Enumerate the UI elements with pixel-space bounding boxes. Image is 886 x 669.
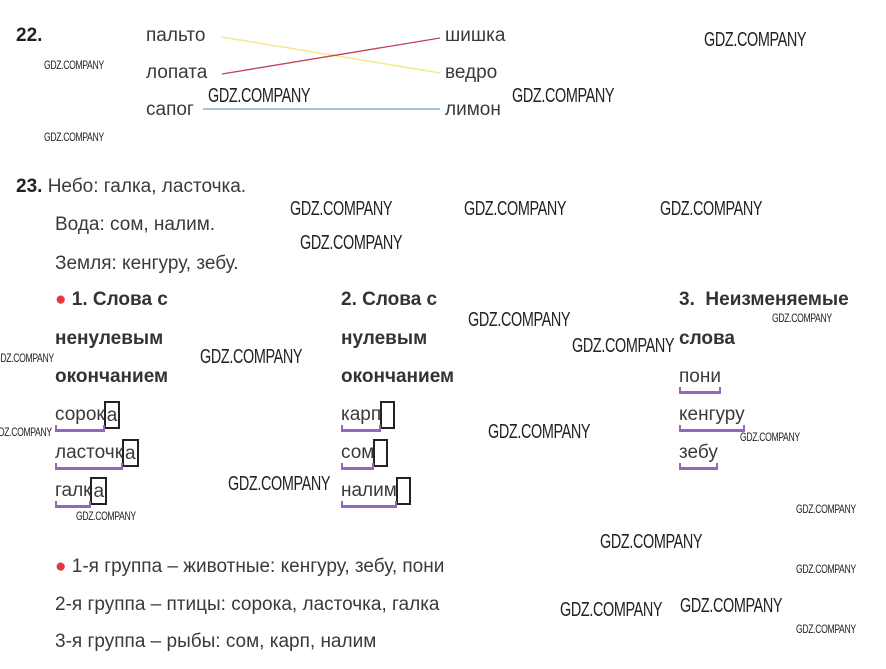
col2-title-2: нулевым: [341, 328, 428, 349]
watermark: GDZ.COMPANY: [0, 425, 52, 439]
watermark: GDZ.COMPANY: [512, 85, 615, 107]
match-line-palto-vedro: [221, 36, 441, 74]
watermark: GDZ.COMPANY: [300, 232, 403, 254]
watermark: GDZ.COMPANY: [290, 198, 393, 220]
null-ending-box: [380, 401, 396, 429]
ending-box: а: [103, 401, 121, 429]
word-stem: ласточк: [55, 442, 124, 471]
col3-title-2: слова: [679, 328, 735, 349]
earth-line: Земля: кенгуру, зебу.: [55, 253, 239, 274]
word-item: сом: [341, 439, 389, 471]
bullet-icon: ●: [55, 289, 67, 310]
watermark: GDZ.COMPANY: [488, 421, 591, 443]
watermark: GDZ.COMPANY: [44, 130, 104, 144]
watermark: GDZ.COMPANY: [228, 473, 331, 495]
watermark: GDZ.COMPANY: [796, 622, 856, 636]
ending-box: а: [122, 439, 139, 467]
word-stem: карп: [341, 404, 382, 433]
word-right: ведро: [445, 62, 498, 83]
watermark: GDZ.COMPANY: [208, 85, 311, 107]
word-item: кенгуру: [679, 404, 745, 432]
null-ending-box: [395, 477, 411, 505]
sky-line: Небо: галка, ласточка.: [47, 176, 247, 197]
match-line-lopata-shishka: [221, 37, 441, 75]
watermark: GDZ.COMPANY: [740, 430, 800, 444]
word-right: шишка: [445, 25, 506, 46]
null-ending-box: [373, 439, 389, 467]
task-23-number: 23.: [16, 176, 43, 197]
ending-box: а: [90, 477, 108, 505]
group-1: ● 1-я группа – животные: кенгуру, зебу, …: [55, 556, 444, 578]
watermark: GDZ.COMPANY: [680, 595, 783, 617]
word-item: карп: [341, 401, 396, 433]
watermark: GDZ.COMPANY: [572, 335, 675, 357]
col1-title-1: ● 1. Слова с: [55, 289, 168, 311]
task-22-number: 22.: [16, 25, 43, 46]
word-stem: зебу: [679, 442, 718, 470]
word-item: налим: [341, 477, 411, 509]
watermark: GDZ.COMPANY: [560, 599, 663, 621]
group-2: 2-я группа – птицы: сорока, ласточка, га…: [55, 594, 440, 615]
watermark: GDZ.COMPANY: [200, 346, 303, 368]
group-1-text: 1-я группа – животные: кенгуру, зебу, по…: [71, 556, 445, 577]
col1-title-3: окончанием: [55, 366, 169, 387]
word-stem: сом: [341, 442, 375, 471]
col3-title-1: 3. Неизменяемые: [679, 289, 849, 310]
task-23-line1: 23. Небо: галка, ласточка.: [16, 176, 246, 198]
col1-title-2: ненулевым: [55, 328, 164, 349]
water-line: Вода: сом, налим.: [55, 214, 216, 235]
col2-title-3: окончанием: [341, 366, 455, 387]
watermark: GDZ.COMPANY: [600, 531, 703, 553]
word-left: сапог: [146, 99, 194, 120]
watermark: GDZ.COMPANY: [660, 198, 763, 220]
word-stem: налим: [341, 480, 397, 509]
word-left: пальто: [146, 25, 206, 46]
word-right: лимон: [445, 99, 501, 120]
watermark: GDZ.COMPANY: [44, 58, 104, 72]
watermark: GDZ.COMPANY: [704, 29, 807, 51]
watermark: GDZ.COMPANY: [796, 502, 856, 516]
watermark: GDZ.COMPANY: [796, 562, 856, 576]
word-item: зебу: [679, 442, 718, 470]
word-stem: кенгуру: [679, 404, 745, 432]
watermark: GDZ.COMPANY: [468, 309, 571, 331]
col1-title-1-text: 1. Слова с: [71, 289, 168, 310]
watermark: GDZ.COMPANY: [464, 198, 567, 220]
word-stem: галк: [55, 480, 92, 509]
bullet-icon: ●: [55, 556, 67, 577]
word-stem: пони: [679, 366, 721, 394]
word-stem: сорок: [55, 404, 105, 433]
word-left: лопата: [146, 62, 208, 83]
col2-title-1: 2. Слова с: [341, 289, 438, 310]
group-3: 3-я группа – рыбы: сом, карп, налим: [55, 631, 377, 652]
word-item: пони: [679, 366, 721, 394]
watermark: GDZ.COMPANY: [772, 311, 832, 325]
watermark: GDZ.COMPANY: [76, 509, 136, 523]
watermark: GDZ.COMPANY: [0, 351, 54, 365]
